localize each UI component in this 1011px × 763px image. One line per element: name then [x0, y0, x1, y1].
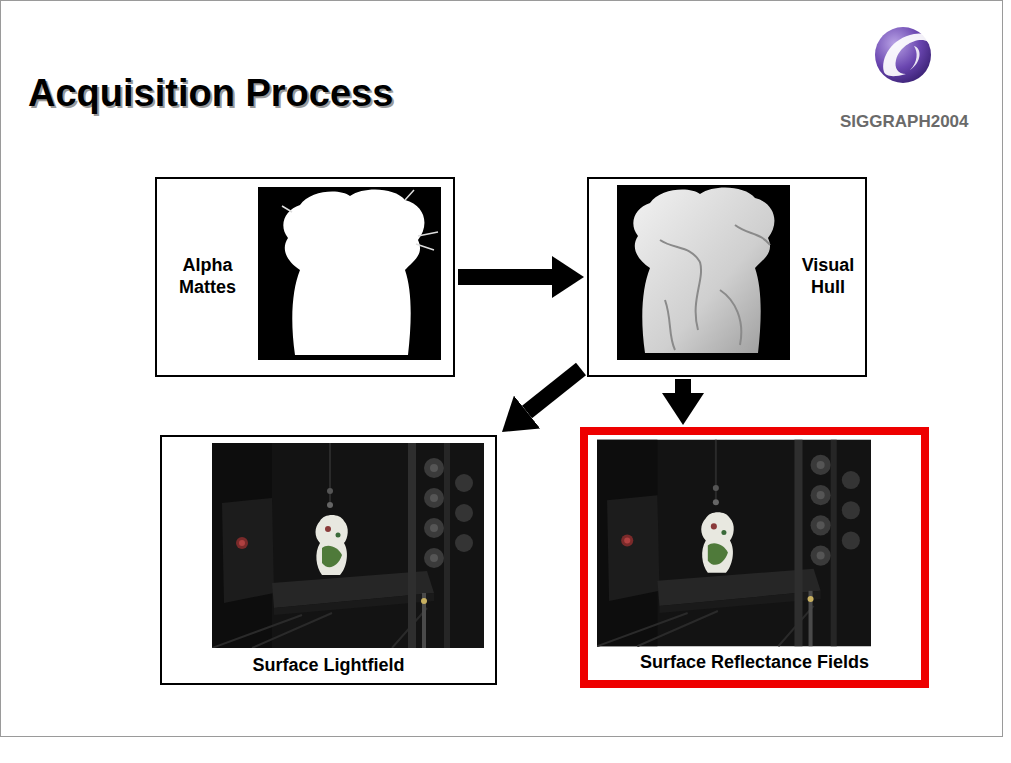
slide-border: [1, 1, 1003, 737]
reflectance-photo: [597, 440, 871, 647]
process-box: Surface Lightfield: [160, 435, 497, 685]
logo-text: SIGGRAPH2004: [840, 112, 969, 132]
slide-title: Acquisition Process: [28, 72, 393, 115]
process-box: Alpha Mattes: [155, 177, 455, 377]
siggraph-logo: [875, 27, 931, 83]
logo-swoosh: [883, 33, 928, 76]
matte-fur: [282, 190, 438, 250]
hull-creases: [660, 225, 770, 350]
logo-disc: [875, 27, 931, 83]
hull-mesh: [633, 188, 774, 353]
logo-swoosh: [910, 46, 920, 70]
alpha-matte-image: [258, 187, 441, 360]
box-label: Surface Reflectance Fields: [588, 646, 921, 680]
block-arrow: [527, 369, 581, 412]
box-label: Surface Lightfield: [162, 648, 495, 684]
box-label: Alpha Mattes: [157, 179, 258, 375]
block-arrow: [458, 269, 552, 285]
process-box: Visual Hull: [587, 177, 867, 377]
matte-silhouette: [283, 190, 424, 355]
visual-hull-image: [617, 185, 790, 360]
image-ground: [258, 187, 441, 360]
box-label: Visual Hull: [790, 179, 866, 375]
image-ground: [617, 185, 790, 360]
lightfield-photo: [212, 443, 484, 648]
highlighted-box: Surface Reflectance Fields: [580, 427, 929, 688]
block-arrow: [675, 379, 691, 393]
